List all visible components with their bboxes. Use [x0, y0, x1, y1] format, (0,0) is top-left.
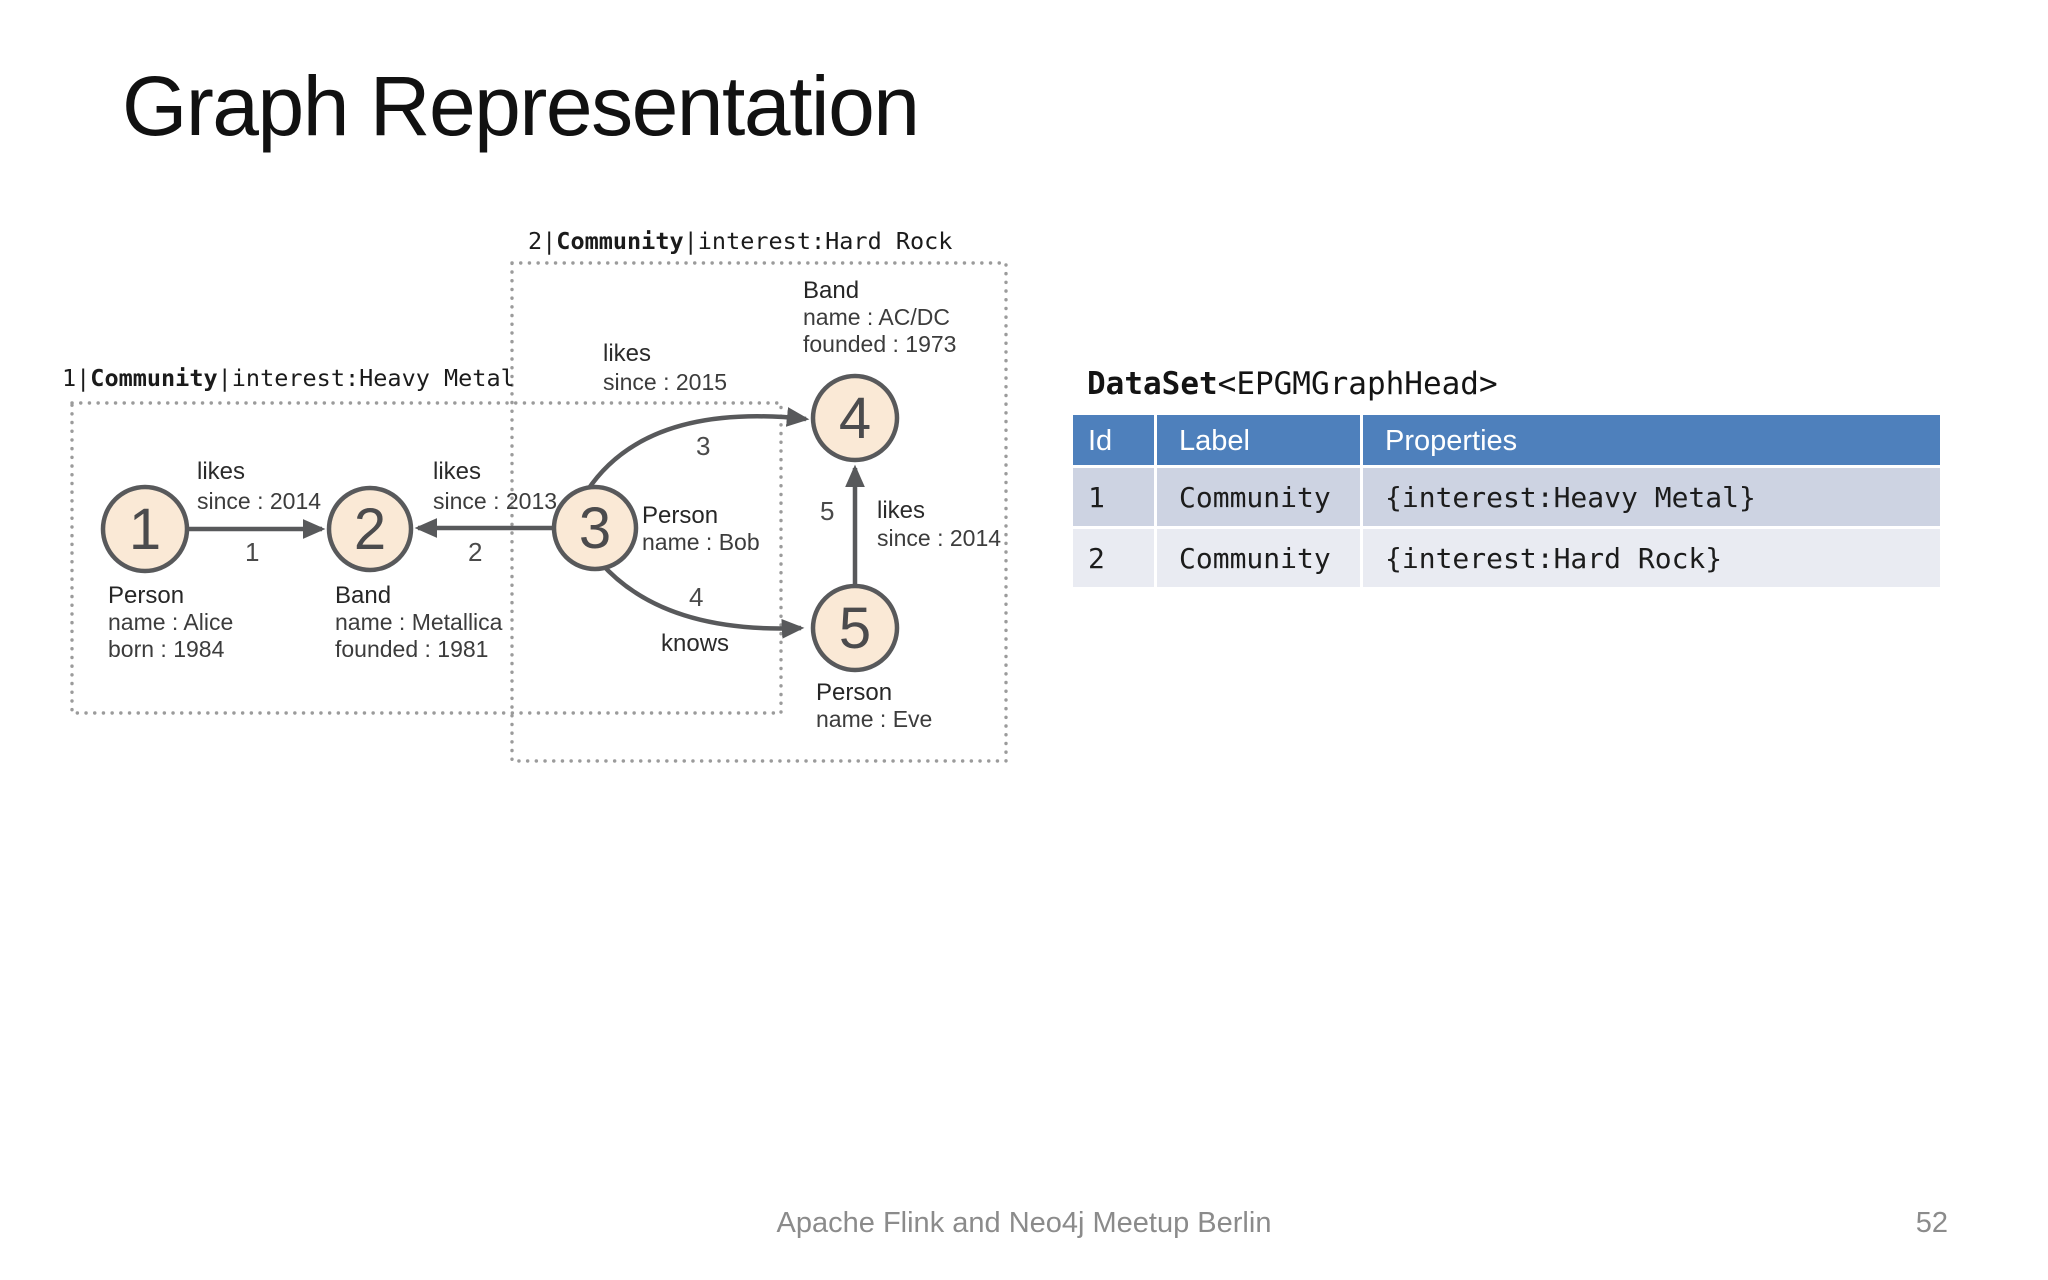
edge-4-id: 4: [689, 582, 703, 612]
node-1-prop2: born : 1984: [108, 636, 225, 662]
table-cell-row1-label: Community: [1157, 468, 1360, 526]
footer-text: Apache Flink and Neo4j Meetup Berlin: [776, 1207, 1272, 1239]
table-cell-row1-properties: {interest:Heavy Metal}: [1363, 468, 1940, 526]
node-1-circle: [100, 484, 190, 574]
community-1-caption: 1|Community|interest:Heavy Metal: [62, 364, 515, 392]
column-header-label: Label: [1157, 415, 1360, 465]
node-3-type: Person: [642, 502, 718, 529]
edge-5-id: 5: [820, 496, 834, 526]
node-2-circle: [326, 485, 414, 573]
dataset-graphhead-panel: DataSet<EPGMGraphHead> Id Label Properti…: [1073, 366, 1943, 587]
table-cell-row2-properties: {interest:Hard Rock}: [1363, 529, 1940, 587]
edge-5-property: since : 2014: [877, 525, 1001, 551]
node-1-id: 1: [129, 497, 161, 562]
edge-3-id: 3: [696, 431, 710, 461]
edge-3-property: since : 2015: [603, 369, 727, 395]
edge-2-label: likes: [433, 458, 481, 485]
edge-2-property: since : 2013: [433, 488, 557, 514]
node-1-type: Person: [108, 582, 184, 609]
edge-4-knows: [598, 560, 805, 639]
table-cell-row2-label: Community: [1157, 529, 1360, 587]
community-2-caption: 2|Community|interest:Hard Rock: [528, 227, 952, 255]
node-2-id: 2: [354, 497, 386, 562]
community-1-box: [70, 401, 783, 715]
node-5-id: 5: [839, 596, 871, 661]
table-cell-row1-id: 1: [1073, 468, 1154, 526]
node-2-prop2: founded : 1981: [335, 636, 488, 662]
node-2-type: Band: [335, 582, 391, 609]
node-4-type: Band: [803, 277, 859, 304]
graphhead-table: Id Label Properties 1 Community {interes…: [1073, 415, 1943, 587]
dataset-title-bold: DataSet: [1087, 366, 1218, 402]
edge-5-label: likes: [877, 497, 925, 524]
edge-1-property: since : 2014: [197, 488, 321, 514]
edge-1-label: likes: [197, 458, 245, 485]
table-cell-row2-id: 2: [1073, 529, 1154, 587]
node-5-prop1: name : Eve: [816, 706, 932, 732]
node-4-id: 4: [839, 386, 871, 451]
node-5-circle: [810, 583, 900, 673]
node-4-circle: [810, 373, 900, 463]
column-header-properties: Properties: [1363, 415, 1940, 465]
column-header-id: Id: [1073, 415, 1154, 465]
edge-3-label: likes: [603, 340, 651, 367]
node-3-circle: [551, 484, 639, 572]
edge-3-likes: [585, 407, 810, 493]
node-2-prop1: name : Metallica: [335, 609, 503, 635]
node-4-prop1: name : AC/DC: [803, 304, 950, 330]
node-3-prop1: name : Bob: [642, 529, 760, 555]
page-title: Graph Representation: [122, 59, 920, 153]
node-5-type: Person: [816, 679, 892, 706]
node-4-prop2: founded : 1973: [803, 331, 956, 357]
page-number: 52: [1915, 1207, 1948, 1239]
edge-1-id: 1: [245, 537, 259, 567]
edge-2-id: 2: [468, 537, 482, 567]
dataset-title: DataSet<EPGMGraphHead>: [1087, 366, 1943, 402]
node-3-id: 3: [579, 496, 611, 561]
edge-4-label: knows: [661, 630, 729, 657]
dataset-title-rest: <EPGMGraphHead>: [1217, 366, 1498, 402]
property-graph-diagram: 1|Community|interest:Heavy Metal 2|Commu…: [62, 227, 1008, 763]
node-1-prop1: name : Alice: [108, 609, 233, 635]
